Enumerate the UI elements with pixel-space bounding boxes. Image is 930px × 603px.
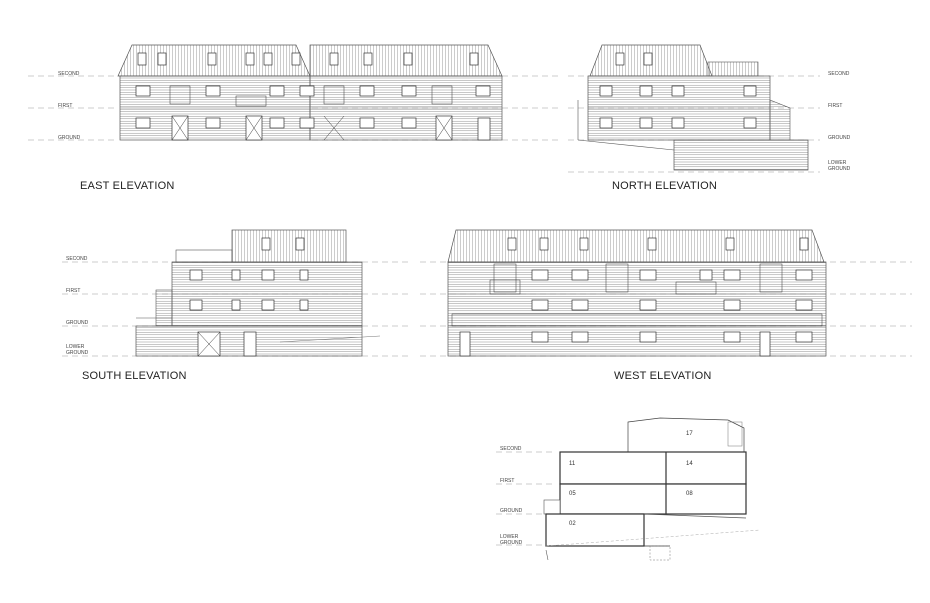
south-level-first: FIRST	[66, 288, 81, 294]
room-11: 11	[569, 461, 576, 467]
north-level-second: SECOND	[828, 71, 850, 77]
room-08: 08	[686, 491, 693, 497]
room-02: 02	[569, 521, 576, 527]
section-level-second: SECOND	[500, 446, 522, 452]
south-elevation-drawing	[62, 229, 410, 357]
building-section-drawing	[496, 417, 761, 561]
east-level-second: SECOND	[58, 71, 80, 77]
east-level-first: FIRST	[58, 103, 73, 109]
room-17: 17	[686, 431, 693, 437]
section-level-lower-ground: LOWER GROUND	[500, 534, 523, 546]
west-elevation-drawing	[420, 229, 912, 357]
south-level-ground: GROUND	[66, 320, 89, 326]
south-level-second: SECOND	[66, 256, 88, 262]
east-elevation-title: EAST ELEVATION	[80, 180, 175, 192]
south-elevation-title: SOUTH ELEVATION	[82, 370, 187, 382]
south-level-lower-ground: LOWER GROUND	[66, 344, 89, 356]
north-elevation-drawing	[568, 44, 820, 173]
section-level-ground: GROUND	[500, 508, 523, 514]
north-elevation-title: NORTH ELEVATION	[612, 180, 718, 192]
north-level-ground: GROUND	[828, 135, 851, 141]
section-level-first: FIRST	[500, 478, 515, 484]
north-level-lower-ground: LOWER GROUND	[828, 160, 851, 172]
east-level-ground: GROUND	[58, 135, 81, 141]
north-level-first: FIRST	[828, 103, 843, 109]
room-14: 14	[686, 461, 693, 467]
east-elevation-drawing-right	[299, 44, 503, 141]
room-05: 05	[569, 491, 576, 497]
west-elevation-title: WEST ELEVATION	[614, 370, 712, 382]
